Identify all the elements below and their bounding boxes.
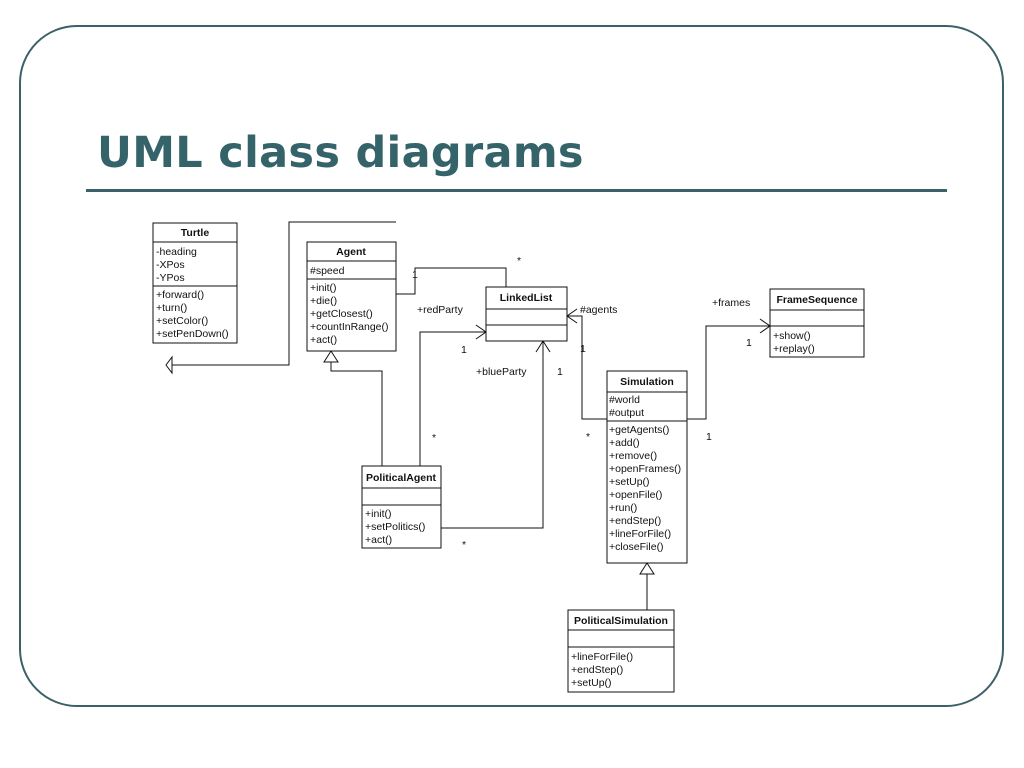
operation: +openFile() <box>609 489 662 501</box>
redparty-label: +redParty <box>417 304 464 316</box>
operation: +closeFile() <box>609 541 664 553</box>
agents-label: #agents <box>580 304 617 316</box>
blueparty-association <box>441 341 544 529</box>
operation: +setPenDown() <box>156 328 229 340</box>
operation: +openFrames() <box>609 463 681 475</box>
class-name: PoliticalAgent <box>366 472 437 484</box>
redparty-association <box>419 331 486 466</box>
class-framesequence: FrameSequence +show() +replay() <box>769 288 865 358</box>
frames-association <box>687 325 770 420</box>
class-turtle: Turtle -heading -XPos -YPos +forward() +… <box>152 222 238 344</box>
title-rule <box>86 189 947 192</box>
class-simulation: Simulation #world #output +getAgents() +… <box>606 370 688 564</box>
agent-generalization-triangle <box>323 350 339 363</box>
agents-association <box>567 315 607 420</box>
simulation-generalization-triangle <box>639 562 655 575</box>
operation: +turn() <box>156 302 187 314</box>
class-politicalsimulation: PoliticalSimulation +lineForFile() +endS… <box>567 609 675 693</box>
operation: +run() <box>609 502 637 514</box>
frames-mult-sim: 1 <box>706 431 712 443</box>
operation: +endStep() <box>571 664 623 676</box>
attribute: #output <box>609 407 644 419</box>
operation: +getClosest() <box>310 308 373 320</box>
class-name: Simulation <box>620 376 674 388</box>
operation: +lineForFile() <box>571 651 633 663</box>
operation: +act() <box>365 534 392 546</box>
class-name: Turtle <box>181 227 210 239</box>
operation: +setUp() <box>609 476 650 488</box>
slide-title: UML class diagrams <box>97 128 584 178</box>
class-linkedlist: LinkedList <box>485 286 568 342</box>
redparty-mult-list: 1 <box>461 344 467 356</box>
operation: +getAgents() <box>609 424 669 436</box>
operation: +replay() <box>773 343 815 355</box>
operation: +add() <box>609 437 640 449</box>
operation: +setColor() <box>156 315 208 327</box>
blueparty-mult-agent: * <box>462 539 466 551</box>
politicalagent-agent-generalization <box>330 362 383 466</box>
attribute: -YPos <box>156 272 185 284</box>
frames-label: +frames <box>712 297 750 309</box>
agent-linkedlist-association <box>396 267 507 295</box>
class-agent: Agent #speed +init() +die() +getClosest(… <box>306 241 397 352</box>
operation: +setPolitics() <box>365 521 425 533</box>
redparty-mult-agent: * <box>432 432 436 444</box>
operation: +setUp() <box>571 677 612 689</box>
turtle-agent-generalization <box>172 221 396 366</box>
agent-list-mult-list: * <box>517 255 521 267</box>
slide-frame <box>19 25 1004 707</box>
operation: +endStep() <box>609 515 661 527</box>
attribute: -heading <box>156 246 197 258</box>
agents-mult-list: 1 <box>580 343 586 355</box>
turtle-generalization-triangle <box>165 355 173 375</box>
agent-list-mult-agent: 1 <box>412 269 418 281</box>
frames-mult-fs: 1 <box>746 337 752 349</box>
class-politicalagent: PoliticalAgent +init() +setPolitics() +a… <box>361 465 442 549</box>
class-name: FrameSequence <box>776 294 857 306</box>
attribute: #world <box>609 394 640 406</box>
blueparty-label: +blueParty <box>476 366 527 378</box>
attribute: #speed <box>310 265 345 277</box>
operation: +die() <box>310 295 337 307</box>
operation: +forward() <box>156 289 204 301</box>
operation: +lineForFile() <box>609 528 671 540</box>
blueparty-mult-list: 1 <box>557 366 563 378</box>
agents-mult-sim: * <box>586 431 590 443</box>
operation: +init() <box>365 508 392 520</box>
class-name: Agent <box>336 246 366 258</box>
operation: +show() <box>773 330 811 342</box>
attribute: -XPos <box>156 259 185 271</box>
operation: +init() <box>310 282 337 294</box>
class-name: PoliticalSimulation <box>574 615 668 627</box>
operation: +remove() <box>609 450 657 462</box>
operation: +act() <box>310 334 337 346</box>
class-name: LinkedList <box>500 292 553 304</box>
operation: +countInRange() <box>310 321 389 333</box>
